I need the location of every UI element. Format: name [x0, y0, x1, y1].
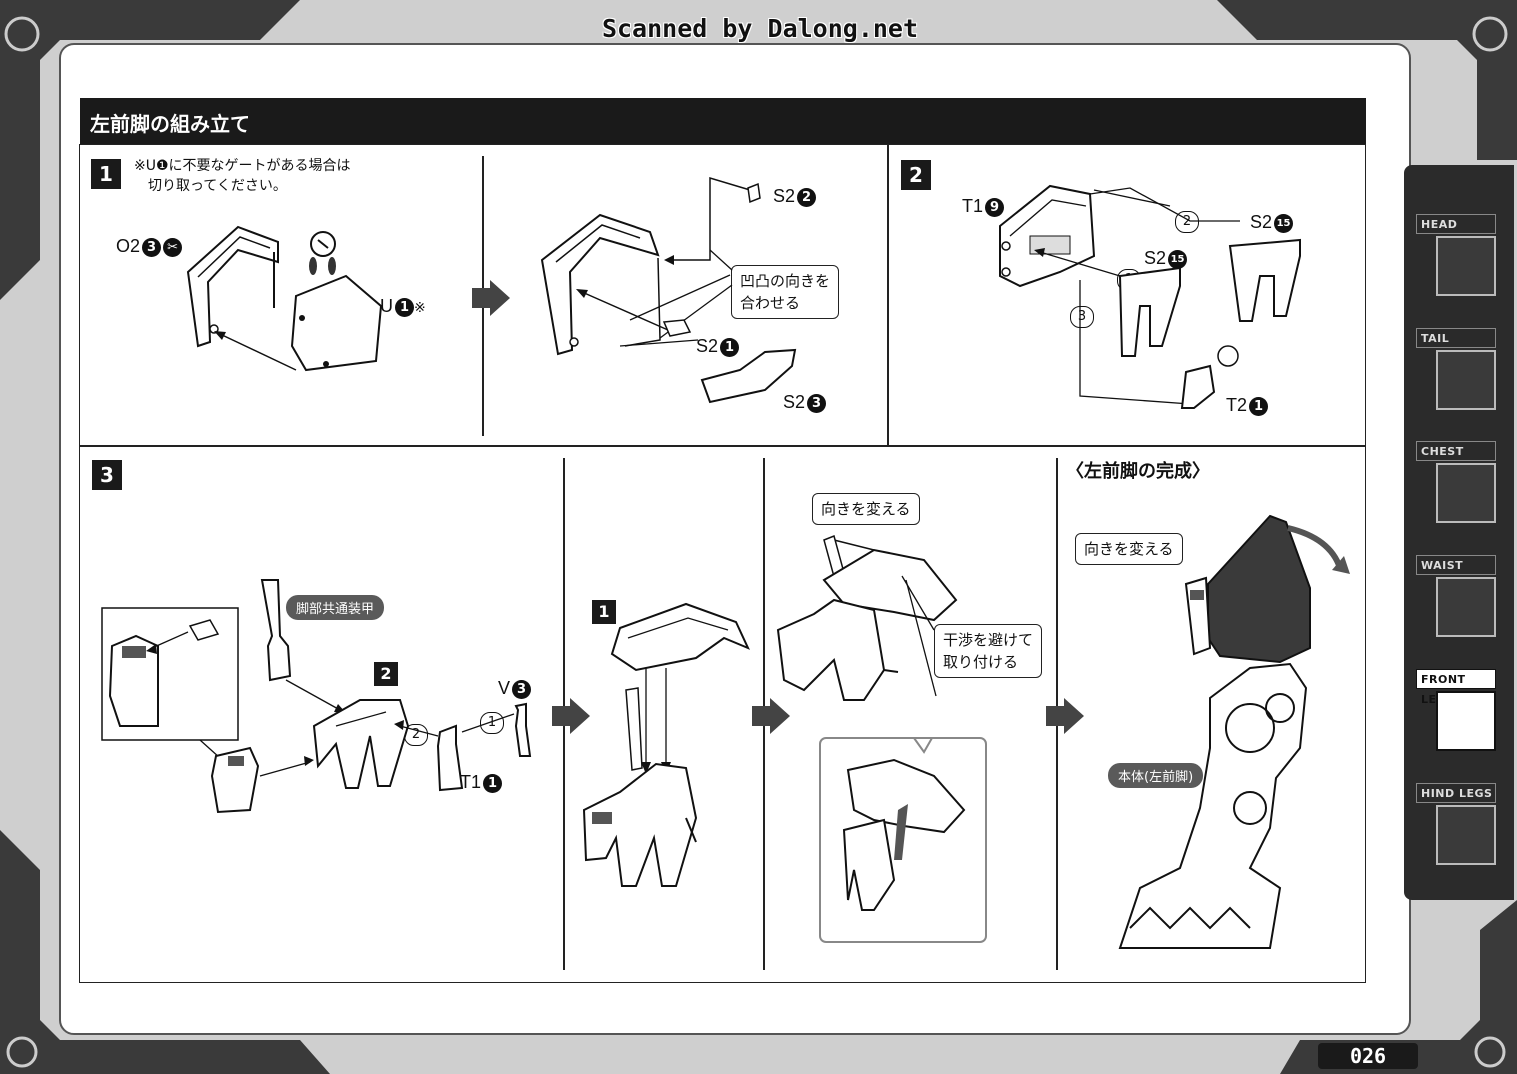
step-1-note-line1: ※U❶に不要なゲートがある場合は	[134, 158, 351, 174]
step-2-drawing	[999, 184, 1301, 409]
next-step-arrow	[552, 698, 590, 734]
part-number: 3	[142, 237, 162, 257]
next-step-arrow	[752, 698, 790, 734]
divider	[79, 445, 1366, 447]
part-number: 1	[720, 337, 740, 357]
sidebar-tab-front-legs[interactable]: FRONT LEGS	[1412, 669, 1500, 759]
sidebar-tab-tail[interactable]: TAIL	[1412, 328, 1500, 418]
turn-callout-1: 向きを変える	[812, 493, 920, 525]
part-number: 1	[483, 773, 503, 793]
sidebar-tab-label: HEAD	[1416, 214, 1496, 234]
part-number: 9	[985, 197, 1005, 217]
step-1-note: ※U❶に不要なゲートがある場合は 切り取ってください。	[134, 156, 351, 196]
assembly-lines-step1b	[576, 176, 797, 404]
sequence-marker-1b: 1	[480, 712, 504, 734]
sequence-marker-2: 2	[1175, 211, 1199, 233]
part-code: S2	[696, 336, 719, 356]
cutter-icon: ✂	[163, 237, 183, 257]
page-number: 026	[1318, 1043, 1418, 1069]
sidebar-tab-waist[interactable]: WAIST	[1412, 555, 1500, 645]
tail-icon	[1436, 350, 1496, 410]
sidebar-tab-label: TAIL	[1416, 328, 1496, 348]
sidebar-tab-hind-legs[interactable]: HIND LEGS	[1412, 783, 1500, 873]
assembly-arrows-step1	[214, 231, 336, 371]
part-number: 1	[1249, 396, 1269, 416]
part-number: 3	[512, 679, 532, 699]
part-code: T1	[962, 196, 984, 216]
step-1-note-line2: 切り取ってください。	[148, 178, 287, 194]
watermark: Scanned by Dalong.net	[601, 14, 919, 43]
step-3c-drawing	[776, 534, 987, 943]
leg-armor-label: 脚部共通装甲	[286, 595, 385, 620]
part-code: T2	[1226, 395, 1248, 415]
part-number: 15	[1274, 213, 1294, 233]
completed-leg-drawing	[1118, 514, 1350, 949]
part-code: S2	[783, 392, 806, 412]
divider	[887, 144, 889, 446]
section-title-bar	[80, 98, 1366, 144]
part-code: O2	[116, 236, 141, 256]
body-label: 本体(左前脚)	[1108, 763, 1204, 788]
step-3-drawing	[101, 579, 532, 814]
part-number: 3	[807, 393, 827, 413]
sequence-marker-3: 3	[1070, 306, 1094, 328]
align-callout-line1: 凹凸の向きを	[740, 272, 831, 290]
part-code: V	[498, 678, 511, 698]
sidebar-tab-head[interactable]: HEAD	[1412, 214, 1500, 304]
sidebar-tab-chest[interactable]: CHEST	[1412, 441, 1500, 531]
sticker-icon	[309, 231, 336, 275]
part-number: 1	[395, 297, 414, 317]
avoid-callout-line1: 干渉を避けて	[943, 631, 1034, 649]
next-step-arrow	[1046, 698, 1084, 734]
sidebar-tab-label: CHEST	[1416, 441, 1496, 461]
sidebar-tab-label: FRONT LEGS	[1416, 669, 1496, 706]
align-callout: 凹凸の向きを 合わせる	[731, 265, 840, 319]
front-legs-icon	[1436, 691, 1496, 751]
chest-icon	[1436, 463, 1496, 523]
part-code: T1	[460, 772, 482, 792]
turn-callout-2: 向きを変える	[1075, 533, 1183, 565]
part-number: 15	[1168, 249, 1188, 269]
note-mark: ※	[414, 299, 426, 315]
next-step-arrow	[472, 280, 510, 316]
step-panels-border	[79, 144, 1366, 983]
sub-step-1-badge: 1	[592, 600, 616, 624]
part-o2-shell-drawing	[186, 225, 279, 348]
head-icon	[1436, 236, 1496, 296]
section-title: 左前脚の組み立て	[90, 112, 250, 136]
hind-legs-icon	[1436, 805, 1496, 865]
part-code: U	[380, 296, 393, 316]
step-number-3: 3	[92, 460, 122, 490]
step-number-1: 1	[91, 159, 121, 189]
sub-step-2-badge: 2	[374, 662, 398, 686]
avoid-callout-line2: 取り付ける	[943, 653, 1019, 671]
sidebar-tab-label: HIND LEGS	[1416, 783, 1496, 803]
waist-icon	[1436, 577, 1496, 637]
part-code: S2	[1250, 212, 1273, 232]
part-u1-plate-drawing	[290, 274, 383, 372]
align-callout-line2: 合わせる	[740, 294, 801, 312]
part-number: 2	[797, 187, 817, 207]
part-code: S2	[773, 186, 796, 206]
part-o2-assembled-drawing	[540, 213, 661, 356]
completed-title: 〈左前脚の完成〉	[1066, 461, 1210, 482]
sidebar-tab-label: WAIST	[1416, 555, 1496, 575]
avoid-interference-callout: 干渉を避けて 取り付ける	[934, 624, 1043, 678]
part-code: S2	[1144, 248, 1167, 268]
step-3b-drawing	[582, 602, 750, 887]
step-number-2: 2	[901, 160, 931, 190]
